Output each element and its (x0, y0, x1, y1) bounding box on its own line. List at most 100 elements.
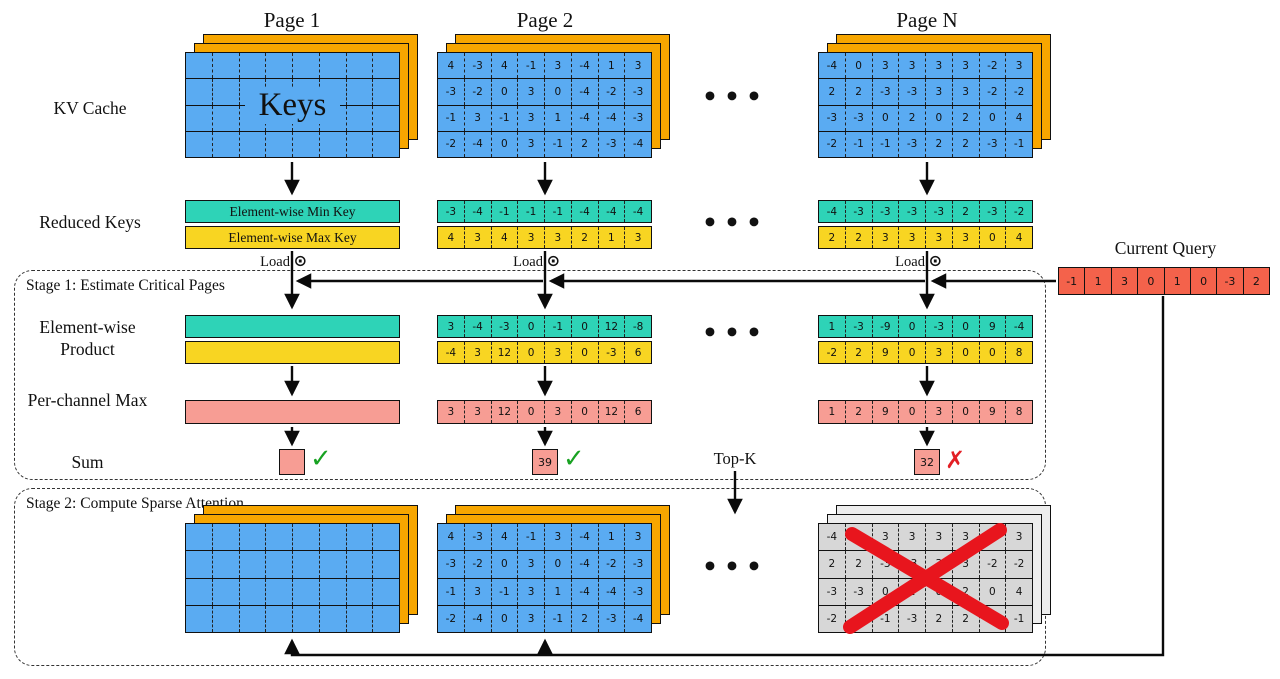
vector-cell: 0 (518, 316, 545, 337)
vector-cell: 2 (846, 342, 873, 363)
matrix-cell: -4 (572, 105, 599, 131)
matrix-cell: 0 (492, 131, 519, 157)
matrix-cell: -4 (572, 79, 599, 105)
matrix-cell (266, 605, 293, 632)
min-key-bar-page2: -3-4-1-1-1-4-4-4 (437, 200, 652, 223)
vector-cell: 4 (1015, 231, 1023, 244)
vector-cell: 1 (819, 401, 846, 423)
matrix-cell: -3 (599, 131, 626, 157)
matrix-cell (373, 524, 399, 550)
matrix-cell: 0 (873, 578, 900, 605)
prod-min-bar-page1 (185, 315, 400, 338)
matrix-cell (320, 551, 347, 578)
load-text: Load (895, 254, 925, 270)
vector-cell: -3 (980, 201, 1007, 222)
vector-cell: -9 (873, 316, 900, 337)
matrix-cell: 2 (572, 131, 599, 157)
matrix-cell: 3 (465, 578, 492, 605)
matrix-cell: 3 (518, 605, 545, 632)
vector-cell: 3 (545, 401, 572, 423)
matrix-cell: 0 (492, 79, 519, 105)
matrix-cell: -3 (980, 605, 1007, 632)
vector-cell: -1 (545, 316, 572, 337)
matrix-cell: 3 (518, 551, 545, 578)
hadamard-icon: ⊙ (546, 251, 560, 270)
vector-cell: 3 (926, 342, 953, 363)
matrix-cell: 3 (899, 53, 926, 79)
matrix-cell: -3 (465, 524, 492, 551)
vector-cell: 0 (518, 342, 545, 363)
matrix-cell: 3 (899, 524, 926, 551)
vector-cell: -3 (492, 316, 519, 337)
vector-cell: -4 (465, 316, 492, 337)
matrix-cell: -2 (1013, 558, 1025, 571)
matrix-cell: -3 (465, 53, 492, 79)
vector-cell: 0 (899, 401, 926, 423)
matrix-cell: -3 (899, 79, 926, 105)
matrix-cell: 0 (846, 524, 873, 551)
vector-cell: 0 (953, 316, 980, 337)
matrix-cell (213, 105, 240, 131)
matrix-cell: -2 (980, 551, 1007, 578)
matrix-cell: 4 (492, 53, 519, 79)
matrix-cell: 3 (953, 551, 980, 578)
matrix-cell: -1 (1013, 138, 1025, 151)
current-query-label: Current Query (1114, 238, 1217, 258)
matrix-cell: -4 (819, 524, 846, 551)
vector-cell: 3 (953, 227, 980, 248)
matrix-cell: -3 (632, 85, 644, 98)
matrix-cell: -4 (819, 53, 846, 79)
matrix-cell: -2 (599, 551, 626, 578)
matrix-cell: 2 (926, 131, 953, 157)
matrix-cell: 3 (926, 524, 953, 551)
prod-max-bar-page1 (185, 341, 400, 364)
vector-cell: 9 (980, 316, 1007, 337)
vector-cell: 0 (953, 401, 980, 423)
matrix-cell: -2 (465, 551, 492, 578)
matrix-cell: 3 (518, 578, 545, 605)
pageN-header: Page N (896, 8, 958, 32)
matrix-cell: 0 (545, 79, 572, 105)
vector-cell: 4 (492, 227, 519, 248)
chan-max-bar-page1 (185, 400, 400, 424)
matrix-cell: -2 (465, 79, 492, 105)
matrix-cell (240, 578, 267, 605)
matrix-cell (293, 551, 320, 578)
matrix-cell: -2 (980, 79, 1007, 105)
hadamard-icon: ⊙ (293, 251, 307, 270)
vector-cell: -3 (873, 201, 900, 222)
vector-cell: -2 (1013, 205, 1025, 218)
vector-cell: 2 (1252, 274, 1260, 288)
matrix-cell (213, 53, 240, 79)
matrix-cell: -3 (632, 112, 644, 125)
matrix-cell: -3 (632, 558, 644, 571)
matrix-cell: -2 (819, 131, 846, 157)
vector-cell: -1 (545, 201, 572, 222)
matrix-cell (266, 578, 293, 605)
matrix-cell: -1 (518, 524, 545, 551)
matrix-cell: 1 (599, 524, 626, 551)
matrix-cell: 3 (953, 79, 980, 105)
vector-cell: 1 (1165, 268, 1191, 294)
vector-cell: 0 (518, 401, 545, 423)
vector-cell: -4 (572, 201, 599, 222)
matrix-cell (213, 551, 240, 578)
matrix-cell (266, 524, 293, 551)
vector-cell: -3 (846, 201, 873, 222)
vector-cell: 9 (873, 401, 900, 423)
matrix-cell: 0 (980, 578, 1007, 605)
matrix-cell (320, 53, 347, 79)
matrix-cell: -4 (572, 53, 599, 79)
vector-cell: -1 (518, 201, 545, 222)
vector-cell: 8 (1015, 346, 1023, 359)
vector-cell: -8 (632, 320, 644, 333)
matrix-cell (347, 524, 374, 551)
